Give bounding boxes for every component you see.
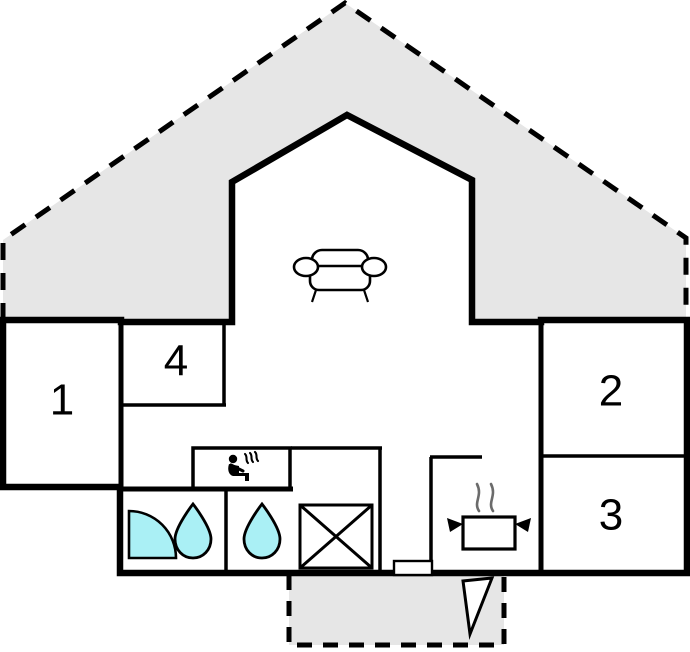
room-label-2: 2 bbox=[599, 367, 623, 416]
door-opening-icon[interactable] bbox=[392, 559, 434, 577]
shower-tray-icon bbox=[127, 509, 178, 560]
cooking-pot-icon bbox=[447, 482, 531, 551]
water-drop-icon bbox=[173, 501, 213, 560]
roof-overhang-area bbox=[0, 0, 689, 322]
sauna-icon bbox=[228, 450, 260, 481]
wall-sauna-room bbox=[191, 446, 292, 491]
interior-walls bbox=[118, 320, 687, 573]
roof-dashed-outline bbox=[0, 0, 689, 320]
room-label-4: 4 bbox=[164, 337, 188, 386]
sofa-seat bbox=[308, 264, 372, 292]
cooking-pot-handle-left bbox=[447, 518, 463, 532]
sofa-icon bbox=[292, 248, 388, 303]
crossed-box-diagonal-2 bbox=[299, 503, 373, 570]
cooking-pot-steam-2 bbox=[489, 482, 495, 513]
exterior-wall-path bbox=[0, 111, 690, 577]
shower-tray-shape bbox=[127, 509, 178, 560]
sofa-leg-left bbox=[310, 289, 318, 303]
crossed-box-icon bbox=[298, 503, 374, 570]
water-drop-icon bbox=[242, 501, 282, 560]
cooking-pot-handle-right bbox=[515, 518, 531, 532]
interior-fill-shape bbox=[3, 115, 687, 573]
sofa-arm-left bbox=[292, 256, 320, 278]
room-label-3: 3 bbox=[599, 491, 623, 540]
sauna-person-head bbox=[228, 454, 238, 464]
sofa-arm-right bbox=[360, 256, 388, 278]
sauna-steam-2 bbox=[248, 451, 255, 464]
cooking-pot-steam-1 bbox=[475, 482, 481, 513]
room-labels: 1 4 2 3 bbox=[50, 337, 623, 540]
interior-floor-area bbox=[3, 115, 687, 573]
sauna-person-body bbox=[228, 464, 249, 481]
exterior-walls bbox=[0, 111, 690, 577]
sauna-person-arm bbox=[229, 463, 245, 473]
door-opening-rect[interactable] bbox=[392, 559, 434, 577]
terrace-area bbox=[286, 575, 507, 648]
sauna-steam-1 bbox=[243, 452, 250, 465]
roof-fill-shape bbox=[3, 3, 686, 322]
sofa-leg-right bbox=[362, 289, 370, 303]
cooking-pot-body bbox=[461, 515, 517, 551]
water-drop-1-shape bbox=[173, 501, 213, 560]
terrace-dashed-outline bbox=[286, 575, 507, 648]
sauna-steam-3 bbox=[253, 450, 260, 463]
door-swing-icon[interactable] bbox=[461, 576, 495, 640]
water-drop-2-shape bbox=[242, 501, 282, 560]
room-label-1: 1 bbox=[50, 376, 74, 425]
